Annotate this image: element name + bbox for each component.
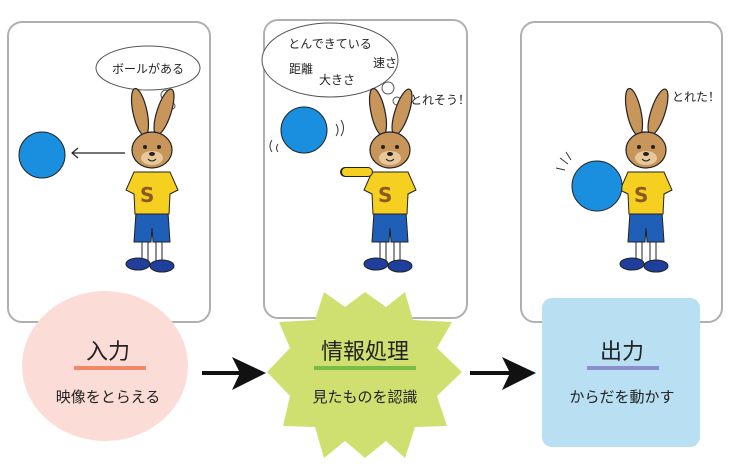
motion-lines-icon	[269, 119, 344, 153]
thought-bubble-2: とんできている 距離 速さ 大きさ	[261, 22, 405, 121]
underline-processing	[314, 366, 416, 370]
step-title-input: 入力	[86, 340, 130, 365]
ball-icon	[280, 106, 328, 154]
thought-item: 速さ	[373, 56, 397, 70]
speech-text: とれた！	[672, 90, 720, 104]
ball-icon	[571, 160, 623, 212]
step-subtitle-output: からだを動かす	[569, 388, 674, 406]
thought-title: とんできている	[288, 37, 371, 51]
thought-item: 大きさ	[319, 73, 355, 87]
step-subtitle-processing: 見たものを認識	[312, 388, 417, 406]
step-title-processing: 情報処理	[321, 340, 409, 365]
underline-input	[74, 366, 146, 370]
underline-output	[587, 366, 659, 370]
output-box	[542, 298, 700, 447]
arrow-left-icon	[71, 147, 125, 159]
thought-text: ボールがある	[112, 61, 184, 76]
thought-item: 距離	[289, 62, 313, 76]
ball-icon	[18, 131, 66, 179]
speech-text: とれそう！	[410, 93, 470, 107]
motion-lines-icon	[555, 151, 572, 171]
step-title-output: 出力	[600, 340, 644, 365]
step-subtitle-input: 映像をとらえる	[56, 388, 161, 406]
arrow-right-icon	[470, 357, 536, 390]
processing-star	[267, 292, 462, 458]
arrow-right-icon	[202, 357, 266, 390]
panel-output	[520, 21, 723, 323]
